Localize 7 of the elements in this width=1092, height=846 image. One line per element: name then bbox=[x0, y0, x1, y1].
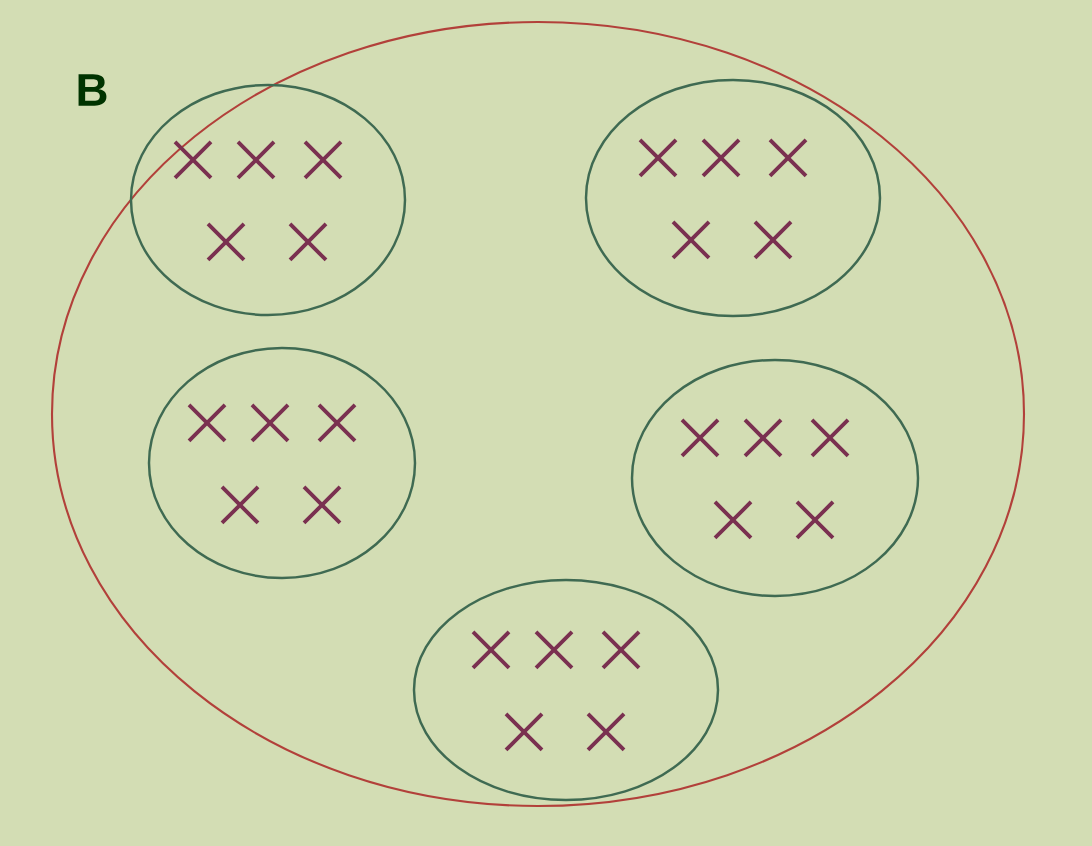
ellipse bbox=[129, 83, 407, 317]
ellipse bbox=[50, 20, 1026, 808]
ellipse bbox=[147, 346, 417, 580]
panel-letter: B bbox=[78, 74, 107, 106]
ellipse bbox=[584, 78, 882, 318]
ellipse bbox=[630, 358, 920, 598]
ellipse bbox=[412, 578, 720, 802]
